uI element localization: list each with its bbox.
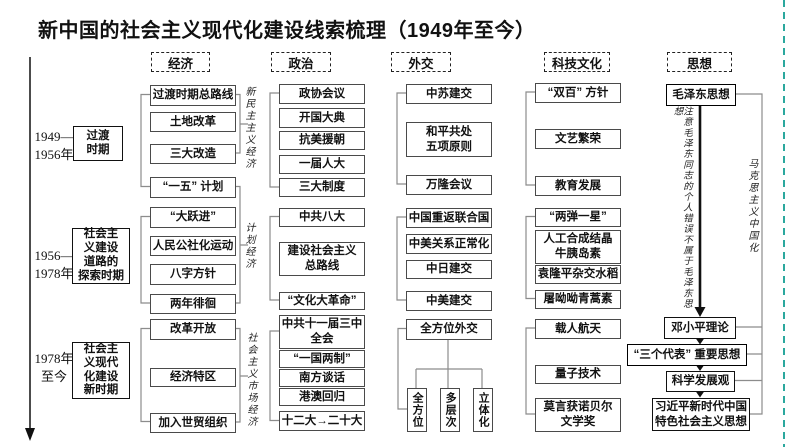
- sci-culture-box: 文艺繁荣: [535, 129, 621, 149]
- sci-culture-box: 袁隆平杂交水稻: [535, 265, 621, 284]
- column-header-diplomacy: 外交: [391, 52, 451, 72]
- economy-box: 改革开放: [150, 319, 236, 340]
- diplomacy-box: 中美建交: [406, 291, 492, 311]
- deng-xiaoping-theory-box: 邓小平理论: [664, 317, 736, 339]
- economy-box: 经济特区: [150, 368, 236, 387]
- diplomacy-box: 万隆会议: [406, 175, 492, 195]
- marxism-sinicization-label: 马克思主义中国化: [746, 158, 757, 254]
- politics-box: 政协会议: [279, 84, 365, 104]
- politics-box: 建设社会主义 总路线: [279, 242, 365, 276]
- scientific-outlook-box: 科学发展观: [666, 371, 735, 392]
- timeline-axis-arrow: [25, 57, 35, 441]
- diplomacy-subbox: 立体化: [473, 388, 493, 432]
- sci-culture-box: 载人航天: [535, 319, 621, 339]
- politics-box: 中共八大: [279, 208, 365, 227]
- diplomacy-subbox: 多层次: [440, 388, 460, 432]
- period-box: 过渡 时期: [73, 126, 123, 161]
- bracket-lines: [140, 91, 763, 423]
- diplomacy-box: 中美关系正常化: [406, 234, 492, 254]
- three-represents-box: “三个代表” 重要思想: [627, 344, 747, 366]
- mao-zedong-thought-box: 毛泽东思想: [666, 84, 736, 106]
- politics-box: 一届人大: [279, 155, 365, 174]
- sci-culture-box: 教育发展: [535, 176, 621, 196]
- sci-culture-box: 量子技术: [535, 365, 621, 384]
- sci-culture-box: 莫言获诺贝尔 文学奖: [535, 398, 621, 432]
- politics-box: “一国两制”: [279, 350, 365, 368]
- column-header-sci-culture: 科技文化: [544, 52, 610, 72]
- politics-box: 十二大→二十大: [279, 411, 365, 431]
- diplomacy-box: 中日建交: [406, 260, 492, 279]
- diplomacy-box: 中国重返联合国: [406, 208, 492, 228]
- politics-box: 港澳回归: [279, 388, 365, 406]
- diplomacy-box: 中苏建交: [406, 84, 492, 104]
- economy-box: 八字方针: [150, 264, 236, 285]
- sci-culture-box: 屠呦呦青蒿素: [535, 290, 621, 309]
- politics-box: “文化大革命”: [279, 292, 365, 310]
- diplomacy-box: 和平共处 五项原则: [406, 122, 492, 157]
- sci-culture-box: “两弹一星”: [535, 208, 621, 227]
- politics-box: 抗美援朝: [279, 131, 365, 150]
- timeline-year-label: 1978年 至今: [34, 351, 74, 384]
- economy-box: 过渡时期总路线: [150, 85, 236, 106]
- economy-stage-label-planned: 计划经济: [243, 222, 254, 270]
- politics-box: 南方谈话: [279, 369, 365, 387]
- column-header-politics: 政治: [271, 52, 331, 72]
- economy-stage-label-new-democratic: 新民主主义经济: [243, 86, 254, 170]
- ideology-down-arrow: [694, 104, 706, 398]
- timeline-year-label: 1949— 1956年: [34, 129, 74, 162]
- period-box: 社会主 义现代 化建设 新时期: [72, 342, 130, 399]
- politics-box: 中共十一届三中 全会: [279, 315, 365, 349]
- economy-box: 加入世贸组织: [150, 413, 236, 433]
- economy-box: “一五” 计划: [150, 177, 236, 198]
- sci-culture-box: 人工合成结晶 牛胰岛素: [535, 230, 621, 264]
- economy-box: 两年徘徊: [150, 294, 236, 314]
- politics-box: 三大制度: [279, 178, 365, 197]
- timeline-year-label: 1956— 1978年: [34, 248, 74, 281]
- mao-note-label: 注意毛泽东同志的个人错误不属于毛泽东思想: [671, 106, 693, 310]
- economy-box: 土地改革: [150, 112, 236, 132]
- economy-stage-label-market: 社会主义市场经济: [245, 332, 256, 428]
- sci-culture-box: “双百” 方针: [535, 83, 621, 103]
- xi-jinping-thought-box: 习近平新时代中国 特色社会主义思想: [652, 398, 750, 431]
- politics-box: 开国大典: [279, 108, 365, 128]
- column-header-economy: 经济: [151, 52, 210, 72]
- column-header-ideology: 思想: [667, 52, 732, 72]
- economy-box: “大跃进”: [150, 207, 236, 228]
- economy-box: 三大改造: [150, 144, 236, 164]
- economy-box: 人民公社化运动: [150, 236, 236, 256]
- diplomacy-subbox: 全方位: [407, 388, 427, 432]
- period-box: 社会主 义建设 道路的 探索时期: [72, 228, 130, 284]
- diplomacy-box: 全方位外交: [406, 319, 492, 340]
- page-title: 新中国的社会主义现代化建设线索梳理（1949年至今）: [38, 20, 536, 42]
